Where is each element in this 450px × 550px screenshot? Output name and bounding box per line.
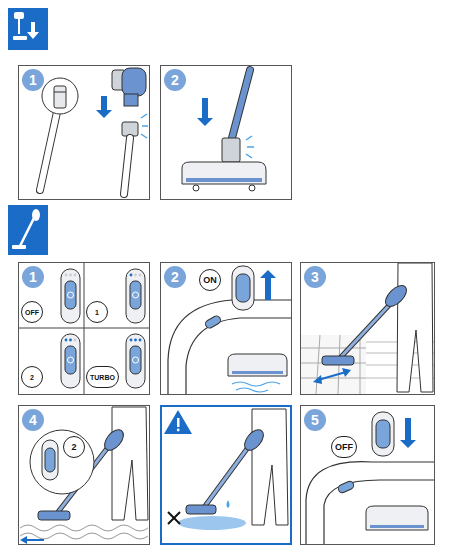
callout-number: 5 [304,409,326,431]
switch-setting-label: 2 [21,366,43,388]
switch-setting-label: OFF [21,301,43,323]
step-panel: 1OFF12TURBO [18,262,150,395]
step-panel: 2 ON [160,262,292,395]
switch-off-figure [306,412,434,544]
step-panel: 3 [300,262,435,395]
switch-on-figure [168,266,291,394]
button-label: ON [199,269,221,291]
button-label: 2 [63,436,85,458]
callout-number: 2 [164,69,186,91]
assembly-icon [8,8,48,50]
use-icon [8,205,48,255]
step-panel: 1 [18,65,150,200]
callout-number: 4 [22,409,44,431]
callout-number: 2 [164,266,186,288]
switch-state-panel: 2 [19,328,84,393]
switch-setting-label: 1 [86,301,108,323]
callout-number: 1 [22,266,44,288]
step-panel: 5OFF [300,405,435,545]
callout-number: 3 [304,266,326,288]
callout-number: 1 [22,69,44,91]
nozzle-attach-figure [182,70,266,191]
hard-floor-figure [301,263,434,394]
switch-setting-label: TURBO [86,366,119,388]
warning-figure [161,406,291,544]
carpet-figure [20,407,148,544]
button-label: OFF [331,436,357,458]
step-panel: 42 [18,405,150,545]
switch-state-panel: TURBO [84,328,149,393]
switch-state-panel: 1 [84,263,149,328]
step-panel: 2 [160,65,292,200]
switch-states-figure [19,263,149,394]
tube-attach-figure [40,68,148,194]
